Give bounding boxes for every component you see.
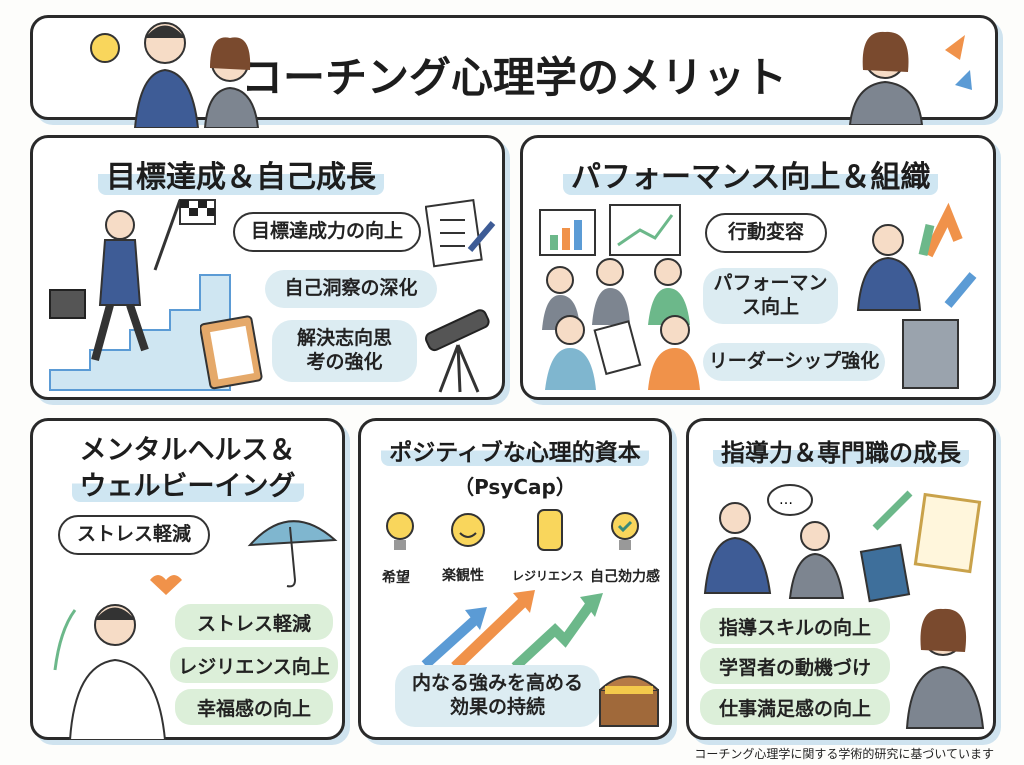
relaxed-man-illustration <box>53 604 167 740</box>
goal-item-1: 目標達成力の向上 <box>233 212 421 252</box>
psycap-label-hope: 希望 <box>382 570 410 586</box>
hope-lightbulb-icon <box>386 512 414 550</box>
panel-title-text: ポジティブな心理的資本 <box>381 440 649 466</box>
growth-arrows-icon <box>421 590 603 670</box>
mental-bubble: ストレス軽減 <box>58 515 210 555</box>
treasure-chest-icon <box>599 675 659 727</box>
psycap-label-optimism: 楽観性 <box>442 568 484 584</box>
panel-title-line1: メンタルヘルス＆ <box>79 435 296 466</box>
panel-title: 目標達成＆自己成長 <box>98 152 384 196</box>
page-title: コーチング心理学のメリット <box>240 53 787 102</box>
telescope-icon <box>425 309 490 393</box>
leadership-item-2: 学習者の動機づけ <box>700 648 890 684</box>
optimism-smiley-icon <box>451 513 485 547</box>
psycap-label-resilience: レジリエンス <box>512 569 584 583</box>
panel-title-line2: ウェルビーイング <box>71 471 304 503</box>
goal-item-3-text: 解決志向思考の強化 <box>296 327 392 373</box>
mentoring-illustration: … <box>703 484 982 603</box>
panel-title-text: 指導力＆専門職の成長 <box>713 439 969 467</box>
psycap-bubble-line2: 効果の持続 <box>449 696 545 718</box>
presenter-with-arrows-illustration <box>856 202 977 389</box>
psycap-bubble-line1: 内なる強みを高める <box>411 672 583 695</box>
people-illustration-left <box>90 22 260 128</box>
panel-title: ポジティブな心理的資本 <box>361 433 669 467</box>
psycap-bubble: 内なる強みを高める 効果の持続 <box>395 665 600 727</box>
performance-item-3: リーダーシップ強化 <box>703 343 885 381</box>
performance-item-2: パフォーマンス向上 <box>703 268 838 324</box>
goal-item-3: 解決志向思考の強化 <box>272 320 417 382</box>
panel-title: パフォーマンス向上＆組織 <box>563 152 939 196</box>
leadership-item-3: 仕事満足感の向上 <box>700 689 890 725</box>
leadership-item-1: 指導スキルの向上 <box>700 608 890 644</box>
performance-item-2-text: パフォーマンス向上 <box>713 272 828 318</box>
panel-title: メンタルヘルス＆ ウェルビーイング <box>33 433 342 506</box>
mental-item-3: 幸福感の向上 <box>175 689 333 725</box>
resilience-fist-icon <box>537 509 563 551</box>
team-meeting-illustration <box>539 204 700 390</box>
woman-illustration-right <box>848 31 972 125</box>
man-climbing-stairs-icon <box>49 199 231 391</box>
smiling-woman-illustration <box>905 608 985 729</box>
performance-item-1: 行動変容 <box>705 213 827 253</box>
umbrella-heart-icon <box>150 520 338 595</box>
panel-title-text: パフォーマンス向上＆組織 <box>563 160 939 195</box>
self-efficacy-lightbulb-icon <box>611 512 639 550</box>
goal-item-2: 自己洞察の深化 <box>265 270 437 308</box>
checklist-icon <box>200 315 263 390</box>
clipboard-icon <box>425 198 496 268</box>
footer-note: コーチング心理学に関する学術的研究に基づいています <box>694 747 994 761</box>
panel-subtitle: （PsyCap） <box>454 475 576 499</box>
mental-item-2: レジリエンス向上 <box>170 647 338 683</box>
panel-title-text: 目標達成＆自己成長 <box>98 160 384 195</box>
psycap-label-self-efficacy: 自己効力感 <box>590 569 660 585</box>
svg-text:…: … <box>779 492 793 508</box>
panel-title: 指導力＆専門職の成長 <box>689 433 993 468</box>
mental-item-1: ストレス軽減 <box>175 604 333 640</box>
